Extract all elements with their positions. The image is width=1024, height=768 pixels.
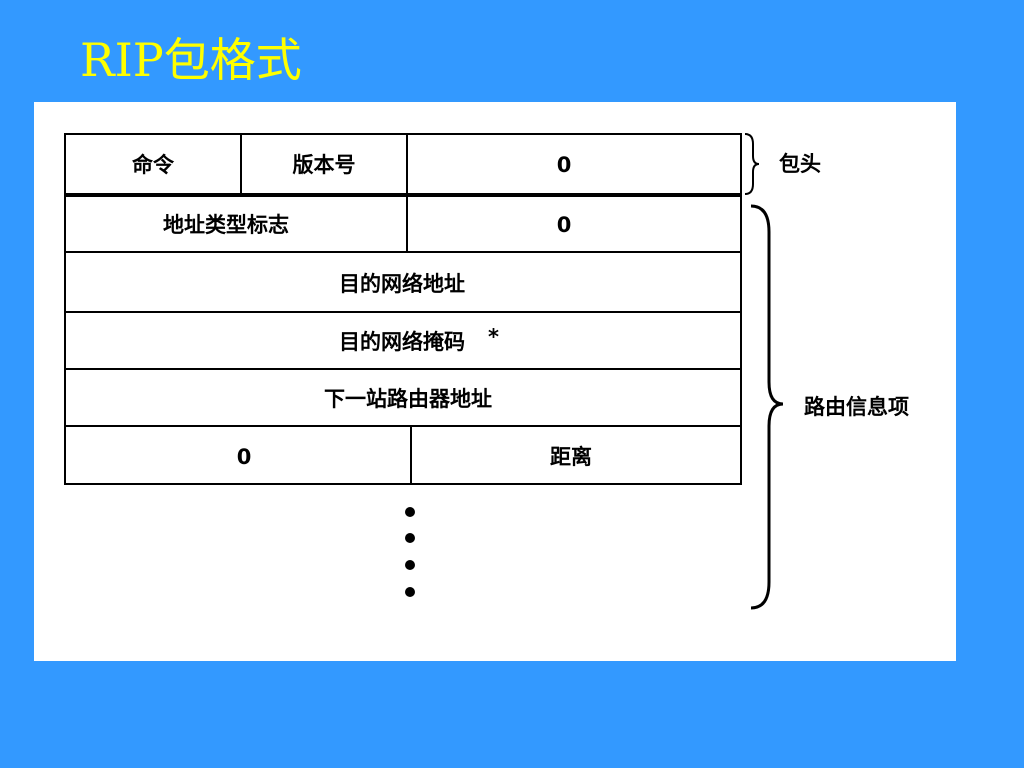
label-dest-address: 目的网络地址 <box>339 272 465 296</box>
diagram-panel: 命令 版本号 0 地址类型标志 0 目的网络地址 目的网络掩码 * 下一站路由器… <box>34 102 956 661</box>
label-next-hop: 下一站路由器地址 <box>324 387 492 411</box>
label-version: 版本号 <box>293 153 356 177</box>
cell-metric <box>410 425 742 485</box>
label-header-zero: 0 <box>557 153 572 177</box>
label-metric: 距离 <box>550 445 592 469</box>
label-address-family: 地址类型标志 <box>163 213 289 237</box>
cell-address-family-zero <box>406 195 742 253</box>
header-brace <box>744 133 760 195</box>
continuation-dots <box>405 507 415 597</box>
mask-footnote-mark: * <box>488 325 499 349</box>
route-entry-brace-label: 路由信息项 <box>804 395 909 419</box>
label-command: 命令 <box>132 153 175 177</box>
slide-title: RIP包格式 <box>80 33 302 87</box>
rip-packet-diagram: 命令 版本号 0 地址类型标志 0 目的网络地址 目的网络掩码 * 下一站路由器… <box>64 133 909 610</box>
continuation-dot <box>405 560 415 570</box>
continuation-dot <box>405 533 415 543</box>
continuation-dot <box>405 587 415 597</box>
label-metric-zero: 0 <box>237 445 252 469</box>
cell-header-zero <box>406 133 742 195</box>
header-brace-label: 包头 <box>779 152 821 176</box>
continuation-dot <box>405 507 415 517</box>
label-dest-mask: 目的网络掩码 <box>339 330 465 354</box>
route-entry-brace <box>750 204 784 610</box>
label-address-family-zero: 0 <box>557 213 572 237</box>
